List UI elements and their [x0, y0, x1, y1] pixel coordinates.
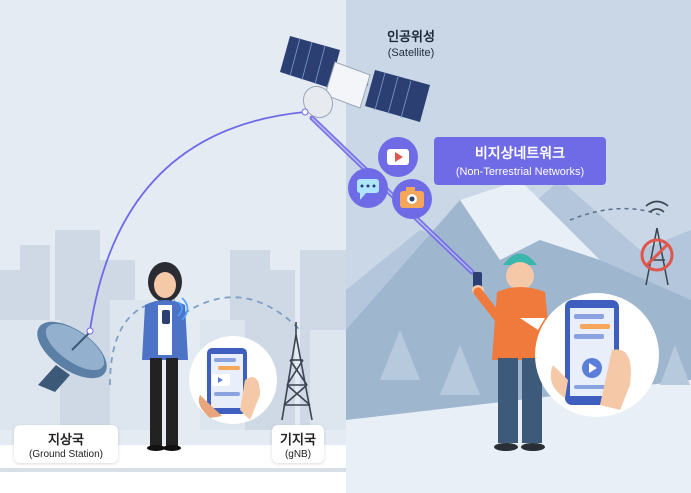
- weak-link-dashed: [569, 207, 661, 221]
- gnb-label-ko: 기지국: [280, 432, 316, 447]
- satellite-icon: [280, 36, 430, 122]
- gnb-coverage-arc: [174, 296, 301, 331]
- pine-trees: [380, 330, 690, 395]
- woman-user-figure: [142, 262, 189, 451]
- satellite-label: 인공위성 (Satellite): [372, 26, 450, 59]
- gnb-label: 기지국 (gNB): [272, 425, 324, 463]
- no-signal-tower-icon: [640, 200, 674, 286]
- ground-station-label-ko: 지상국: [48, 432, 84, 447]
- hiker-user-figure: [472, 253, 552, 451]
- left-phone-bubble: [189, 336, 277, 424]
- satellite-label-en: (Satellite): [387, 47, 435, 59]
- right-phone-bubble: [520, 293, 659, 417]
- chat-icon: [348, 168, 388, 208]
- ntn-label-en: (Non-Terrestrial Networks): [455, 166, 585, 178]
- ground-station-label: 지상국 (Ground Station): [14, 425, 118, 463]
- dish-antenna-icon: [37, 321, 107, 392]
- ntn-label-ko: 비지상네트워크: [474, 145, 566, 161]
- camera-icon: [392, 179, 432, 219]
- cell-tower-icon: [281, 322, 313, 421]
- gnb-label-en: (gNB): [284, 449, 312, 460]
- snow-cap: [460, 180, 600, 260]
- satellite-label-ko: 인공위성: [387, 29, 435, 44]
- ntn-label: 비지상네트워크 (Non-Terrestrial Networks): [434, 137, 606, 185]
- ground-station-label-en: (Ground Station): [29, 449, 103, 460]
- ground-satellite-link: [89, 111, 306, 331]
- video-play-icon: [378, 137, 418, 177]
